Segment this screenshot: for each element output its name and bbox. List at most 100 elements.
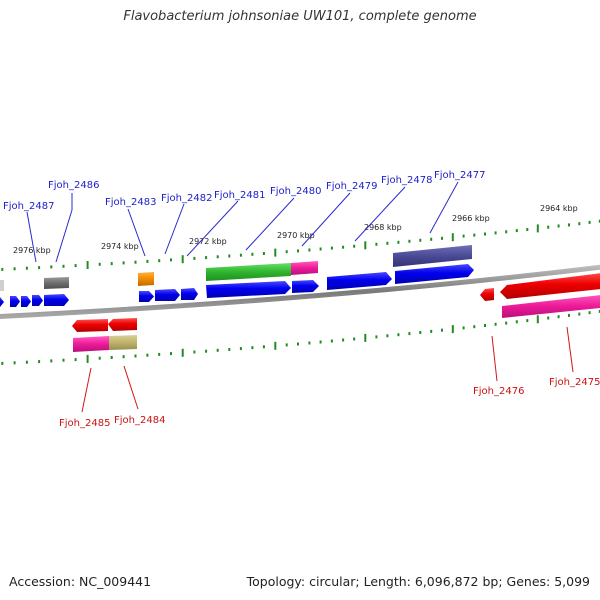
callout-line [429,181,459,234]
gene-label: Fjoh_2487 [3,201,54,212]
minor-tick [50,265,53,269]
callout-line [245,197,295,251]
minor-tick [430,237,433,241]
callout-line [566,326,574,373]
gene-arrow [327,272,392,290]
minor-tick [62,264,65,268]
scale-label: 2976 kbp [13,246,51,255]
minor-tick [505,230,508,234]
minor-tick [285,250,288,254]
minor-tick [484,324,486,327]
scale-label: 2972 kbp [189,237,227,246]
minor-tick [330,246,333,250]
minor-tick [146,353,149,357]
minor-tick [588,311,591,315]
minor-tick [297,249,299,253]
minor-tick [515,320,518,324]
gene-label: Fjoh_2480 [270,186,321,197]
minor-tick [98,262,101,266]
callout-line [55,209,73,263]
minor-tick [473,233,476,237]
minor-tick [74,264,77,268]
minor-tick [386,241,389,245]
minor-tick [205,349,208,353]
feature-bar-khaki [109,335,137,350]
minor-tick [330,339,333,343]
minor-tick [353,244,356,248]
minor-tick [419,331,422,334]
minor-tick [122,355,125,359]
forward-gene-arrows [0,264,474,307]
minor-tick [239,347,242,351]
minor-tick [342,245,345,249]
minor-tick [430,329,433,333]
minor-tick [239,253,242,257]
minor-tick [193,256,196,260]
minor-tick [473,325,476,329]
minor-tick [134,260,137,264]
minor-tick [13,361,16,365]
minor-tick [38,360,41,364]
gene-arrow [139,291,154,302]
feature-bar-orange [138,272,154,286]
minor-tick [408,332,411,336]
minor-tick [110,356,113,359]
major-tick [181,348,184,357]
feature-bar-gray [44,277,69,289]
minor-tick [462,326,465,330]
minor-tick [297,342,299,346]
feature-bar-purple [393,245,472,267]
gene-arrow [181,288,198,300]
minor-tick [98,356,101,360]
minor-tick [505,321,508,325]
major-tick [86,354,89,363]
minor-tick [205,256,208,260]
gene-arrow [395,264,474,284]
gene-arrow [32,295,43,306]
minor-tick [484,232,486,236]
major-tick [536,224,539,233]
callout-line [81,367,92,413]
major-tick [274,341,277,350]
minor-tick [568,313,570,317]
major-tick [451,325,454,334]
minor-tick [25,360,28,364]
minor-tick [547,316,550,320]
minor-tick [216,348,219,352]
major-tick [364,241,367,250]
minor-tick [193,350,196,354]
minor-tick [375,335,378,339]
gene-label: Fjoh_2486 [48,180,99,191]
gene-arrow [0,297,4,307]
callout-line [26,211,37,263]
forward-callout-lines [26,181,459,263]
minor-tick [158,352,161,356]
minor-tick [353,337,356,341]
minor-tick [342,338,345,342]
minor-tick [397,240,400,244]
gene-arrow [500,273,600,299]
forward-gene-labels: Fjoh_2487 Fjoh_2486 Fjoh_2483 Fjoh_2482 … [3,170,485,212]
feature-bar-green [206,263,291,281]
minor-tick [170,352,172,356]
minor-tick [494,231,497,235]
scale-label: 2966 kbp [452,214,490,223]
minor-tick [62,358,65,362]
minor-tick [578,312,581,316]
gene-label: Fjoh_2485 [59,418,110,429]
gene-arrow [480,288,494,301]
gene-label: Fjoh_2478 [381,175,432,186]
minor-tick [494,322,497,326]
gene-arrow [206,281,291,298]
minor-tick [122,261,125,265]
reverse-feature-bars [73,295,600,352]
minor-tick [319,247,322,251]
minor-tick [557,224,560,228]
accession-text: Accession: NC_009441 [9,574,152,589]
minor-tick [515,229,518,233]
minor-tick [146,259,149,263]
gene-arrow [21,296,31,307]
minor-tick [285,343,288,347]
feature-bar-pink [291,261,318,275]
gene-arrow [155,289,180,301]
